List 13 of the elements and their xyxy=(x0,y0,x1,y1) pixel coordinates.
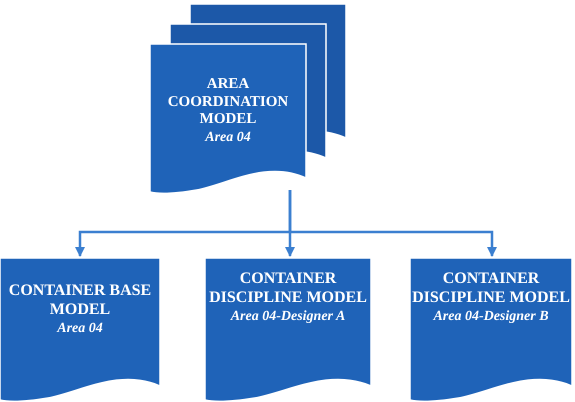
document-shape xyxy=(150,2,346,196)
area-label: Area 04-Designer A xyxy=(230,308,346,326)
model-title: CONTAINER DISCIPLINE MODEL xyxy=(208,270,368,308)
area-label: Area 04 xyxy=(205,129,251,148)
model-title: AREA COORDINATION MODEL xyxy=(166,76,290,130)
document-shape xyxy=(0,258,160,402)
document-shape xyxy=(410,258,572,402)
area-label: Area 04 xyxy=(57,320,103,338)
connector-arrow xyxy=(288,190,497,257)
document-shape xyxy=(205,258,371,402)
area-label: Area 04-Designer B xyxy=(433,308,549,326)
model-title: CONTAINER BASE MODEL xyxy=(8,282,152,320)
model-title: CONTAINER DISCIPLINE MODEL xyxy=(411,270,571,308)
